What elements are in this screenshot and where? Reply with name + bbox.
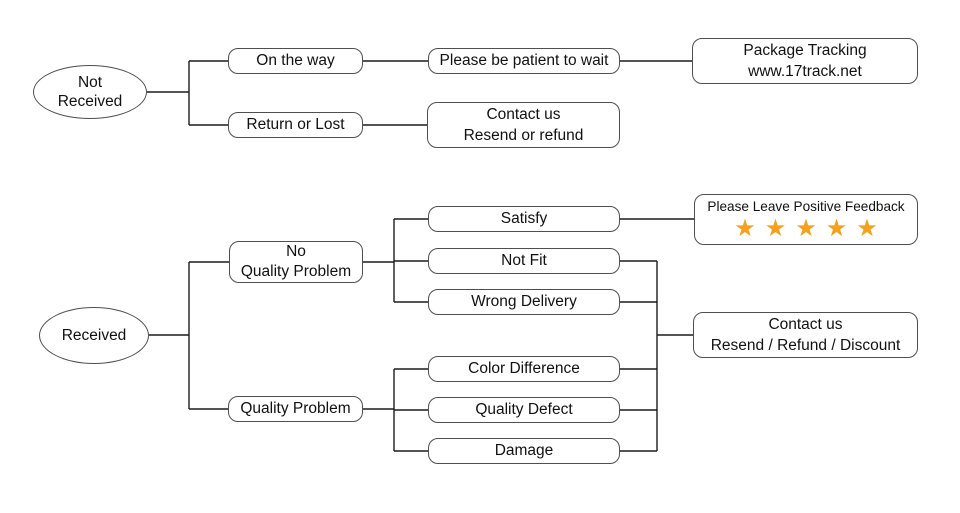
node-label: No	[286, 243, 306, 260]
node-wrong-delivery: Wrong Delivery	[428, 289, 620, 315]
node-label: Damage	[494, 442, 554, 459]
star-icon: ★	[764, 215, 787, 242]
node-package-tracking: Package Tracking www.17track.net	[692, 38, 918, 84]
node-contact-resend-refund: Contact us Resend or refund	[427, 102, 620, 148]
node-on-the-way: On the way	[228, 48, 363, 74]
node-label: On the way	[256, 52, 335, 69]
node-satisfy: Satisfy	[428, 206, 620, 232]
node-label: Please be patient to wait	[439, 52, 609, 69]
node-contact-resend-refund-discount: Contact us Resend / Refund / Discount	[693, 312, 918, 358]
node-be-patient: Please be patient to wait	[428, 48, 620, 74]
node-label: Contact us	[486, 106, 561, 123]
node-label: Return or Lost	[246, 116, 345, 133]
star-icon: ★	[795, 215, 817, 242]
node-label: Not Fit	[501, 252, 547, 269]
node-label: Quality Defect	[475, 401, 573, 418]
node-label: Resend / Refund / Discount	[710, 337, 901, 354]
star-icon: ★	[825, 215, 848, 242]
node-label: Received	[61, 327, 127, 344]
node-label: Wrong Delivery	[471, 293, 577, 310]
node-label: Received	[57, 93, 123, 110]
node-no-quality-problem: No Quality Problem	[229, 241, 363, 283]
node-positive-feedback: Please Leave Positive Feedback ★ ★ ★ ★ ★	[694, 194, 918, 245]
node-label: Contact us	[768, 316, 843, 333]
star-icon: ★	[734, 215, 756, 242]
node-return-or-lost: Return or Lost	[228, 112, 363, 138]
node-quality-defect: Quality Defect	[428, 397, 620, 423]
node-label: Satisfy	[500, 210, 548, 227]
node-label: Quality Problem	[240, 263, 352, 280]
node-not-received: Not Received	[33, 65, 147, 119]
tracking-url: www.17track.net	[748, 63, 862, 80]
node-label: Resend or refund	[463, 127, 584, 144]
node-label: Color Difference	[468, 360, 580, 377]
node-label: Package Tracking	[743, 42, 867, 59]
node-damage: Damage	[428, 438, 620, 464]
node-color-difference: Color Difference	[428, 356, 620, 382]
node-label: Not	[77, 74, 103, 91]
node-not-fit: Not Fit	[428, 248, 620, 274]
node-received: Received	[39, 307, 149, 364]
star-rating: ★ ★ ★ ★ ★	[730, 217, 883, 241]
node-label: Quality Problem	[240, 400, 351, 417]
node-label: Please Leave Positive Feedback	[707, 199, 905, 214]
node-quality-problem: Quality Problem	[228, 396, 363, 422]
star-icon: ★	[856, 215, 878, 242]
